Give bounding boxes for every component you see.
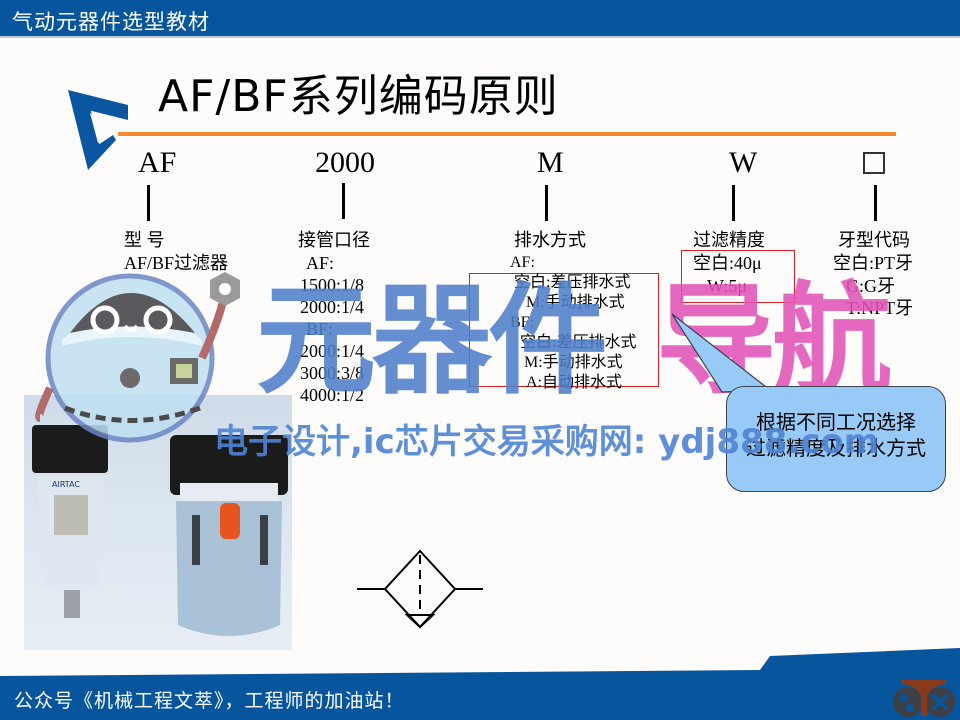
filter-symbol-icon: [357, 549, 483, 629]
drain-list: AF: 空白:差压排水式 M:手动排水式 BF: 空白:差压排水式 M:手动排水…: [510, 254, 637, 391]
port-size-list: AF: 1500:1/8 2000:1/4 BF: 2000:1/4 3000:…: [300, 253, 365, 405]
connector-line: [874, 185, 877, 221]
precision-highlight-box: [681, 250, 795, 303]
connector-line: [732, 185, 735, 221]
desc-precision-default: 空白:40μ: [693, 253, 762, 273]
desc-precision-w: W:5μ: [707, 276, 747, 296]
label-model: 型 号: [124, 230, 165, 250]
robot-mascot-icon: [35, 272, 240, 443]
company-logo-icon: [68, 90, 128, 170]
connector-line: [147, 185, 150, 221]
label-drain: 排水方式: [514, 230, 586, 250]
slide-title: AF/BF系列编码原则: [158, 71, 559, 122]
code-drain: M: [537, 146, 564, 179]
code-port-size: 2000: [315, 146, 375, 179]
callout-text: 根据不同工况选择 过滤精度及排水方式: [746, 412, 926, 460]
desc-thread-g: G:G牙: [846, 276, 895, 296]
code-thread-box: [863, 152, 885, 174]
callout-box: [726, 386, 946, 492]
desc-model: AF/BF过滤器: [124, 253, 229, 273]
product-photo: AIRTAC: [24, 395, 292, 650]
label-precision: 过滤精度: [693, 230, 765, 250]
desc-thread-npt: T:NPT牙: [846, 298, 914, 318]
drain-highlight-box: [469, 273, 659, 387]
code-model: AF: [138, 146, 177, 179]
footer-bar: [0, 676, 960, 720]
connector-line: [342, 183, 345, 219]
watermark-blue-text: 元器件: [256, 272, 608, 411]
desc-thread-pt: 空白:PT牙: [833, 253, 914, 273]
title-underline: [118, 132, 896, 136]
label-thread: 牙型代码: [838, 230, 910, 250]
code-precision: W: [729, 146, 758, 179]
header-bar: [0, 0, 960, 38]
label-port-size: 接管口径: [298, 230, 370, 250]
filter-product-image: AIRTAC: [32, 425, 288, 636]
watermark-site-text: 电子设计,ic芯片交易采购网: ydj888.com: [214, 422, 880, 462]
connector-line: [545, 185, 548, 221]
svg-text:AIRTAC: AIRTAC: [52, 480, 80, 489]
footer-text: 公众号《机械工程文萃》，工程师的加油站！: [14, 690, 405, 712]
footer-wave: [0, 648, 960, 678]
header-title: 气动元器件选型教材: [12, 10, 210, 34]
mechanical-logo-icon: [893, 680, 955, 717]
